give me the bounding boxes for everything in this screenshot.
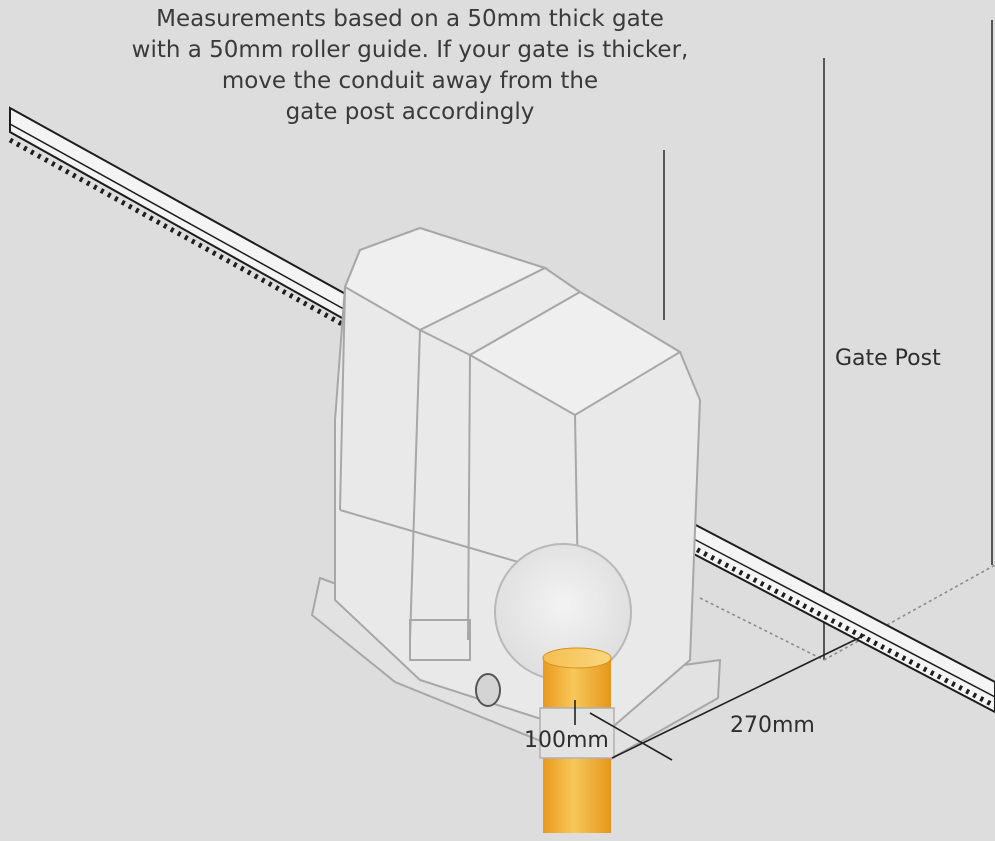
caption-line: move the conduit away from the <box>221 68 599 94</box>
conduit-pipe <box>539 647 615 833</box>
gear-rack <box>8 106 995 714</box>
dimension-270-label: 270mm <box>730 713 815 738</box>
dimension-lines <box>574 634 866 761</box>
gate-post-base <box>699 564 995 661</box>
gate-post <box>663 20 993 660</box>
caption-line: with a 50mm roller guide. If your gate i… <box>131 37 689 63</box>
caption-line: gate post accordingly <box>285 99 535 125</box>
instruction-caption: Measurements based on a 50mm thick gate … <box>60 4 760 128</box>
caption-line: Measurements based on a 50mm thick gate <box>156 6 664 32</box>
gate-motor-unit <box>310 226 722 767</box>
gate-post-label: Gate Post <box>835 346 941 371</box>
dimension-100-label: 100mm <box>524 728 609 753</box>
